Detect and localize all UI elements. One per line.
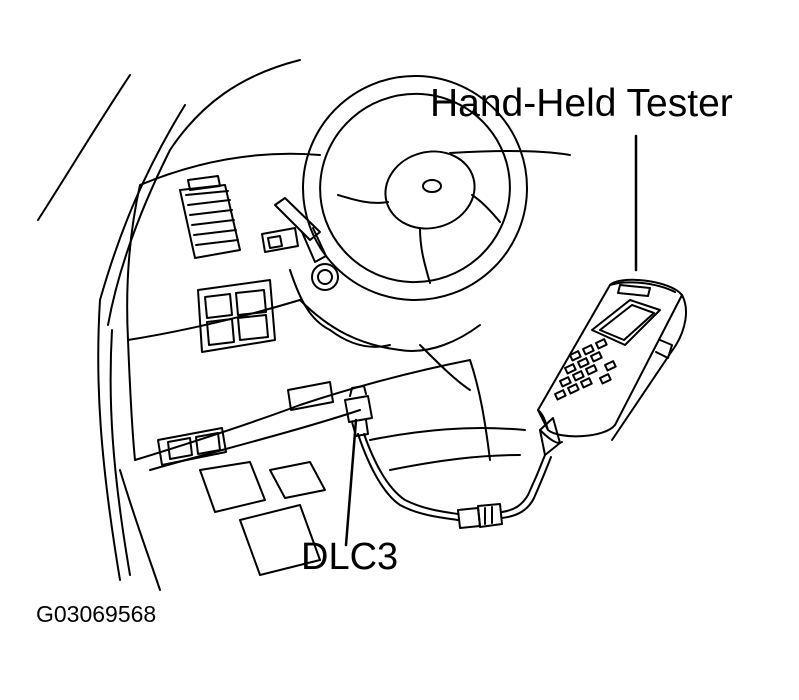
steering-column — [274, 197, 391, 348]
floor-tunnel — [369, 344, 526, 471]
hand-held-tester — [537, 278, 687, 456]
dlc3-connector — [344, 385, 459, 521]
door-edge — [97, 299, 161, 591]
dlc3-label: DLC3 — [301, 536, 399, 578]
windshield-pillar — [37, 59, 301, 326]
pedals — [199, 461, 326, 576]
tester-keypad — [554, 338, 617, 401]
fuse-cover — [287, 381, 334, 411]
cable-inline-connector — [457, 454, 552, 529]
steering-wheel — [302, 75, 528, 301]
leader-lines — [344, 134, 638, 547]
lower-switch-panel — [157, 427, 227, 466]
air-vent — [179, 175, 241, 259]
figure-code: G03069568 — [36, 601, 157, 627]
switch-block — [261, 227, 299, 253]
hand-held-tester-label: Hand-Held Tester — [430, 82, 733, 125]
center-panel — [197, 279, 276, 353]
